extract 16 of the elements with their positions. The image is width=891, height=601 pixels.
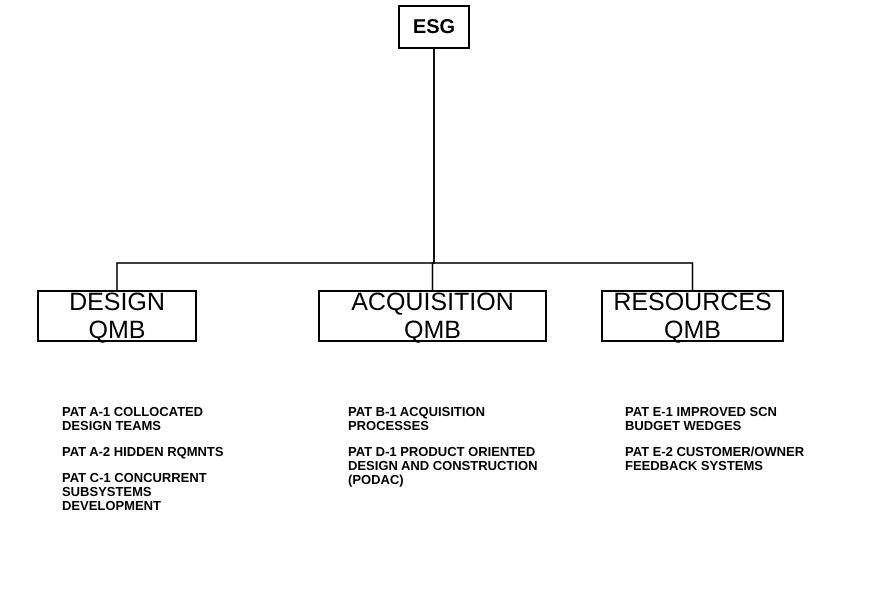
box-label: ACQUISITION QMB — [350, 288, 515, 344]
team-note: PAT A-1 COLLOCATED DESIGN TEAMS — [62, 405, 204, 433]
team-note: PAT A-2 HIDDEN RQMNTS — [62, 445, 225, 459]
team-note: PAT E-2 CUSTOMER/OWNER FEEDBACK SYSTEMS — [625, 445, 806, 473]
board-box — [318, 290, 547, 342]
team-note: PAT D-1 PRODUCT ORIENTED DESIGN AND CONSTRUCTION (PODAC) — [348, 445, 538, 487]
root-box — [398, 5, 470, 49]
board-box — [601, 290, 784, 342]
connector-line — [433, 49, 694, 290]
board-box — [37, 290, 197, 342]
team-note: PAT B-1 ACQUISITION PROCESSES — [348, 405, 486, 433]
team-note: PAT C-1 CONCURRENT SUBSYSTEMS DEVELOPMENT — [62, 471, 208, 513]
box-label: ESG — [412, 15, 456, 40]
team-note: PAT E-1 IMPROVED SCN BUDGET WEDGES — [625, 405, 778, 433]
box-label: RESOURCES QMB — [612, 288, 773, 344]
box-label: DESIGN QMB — [68, 288, 166, 344]
